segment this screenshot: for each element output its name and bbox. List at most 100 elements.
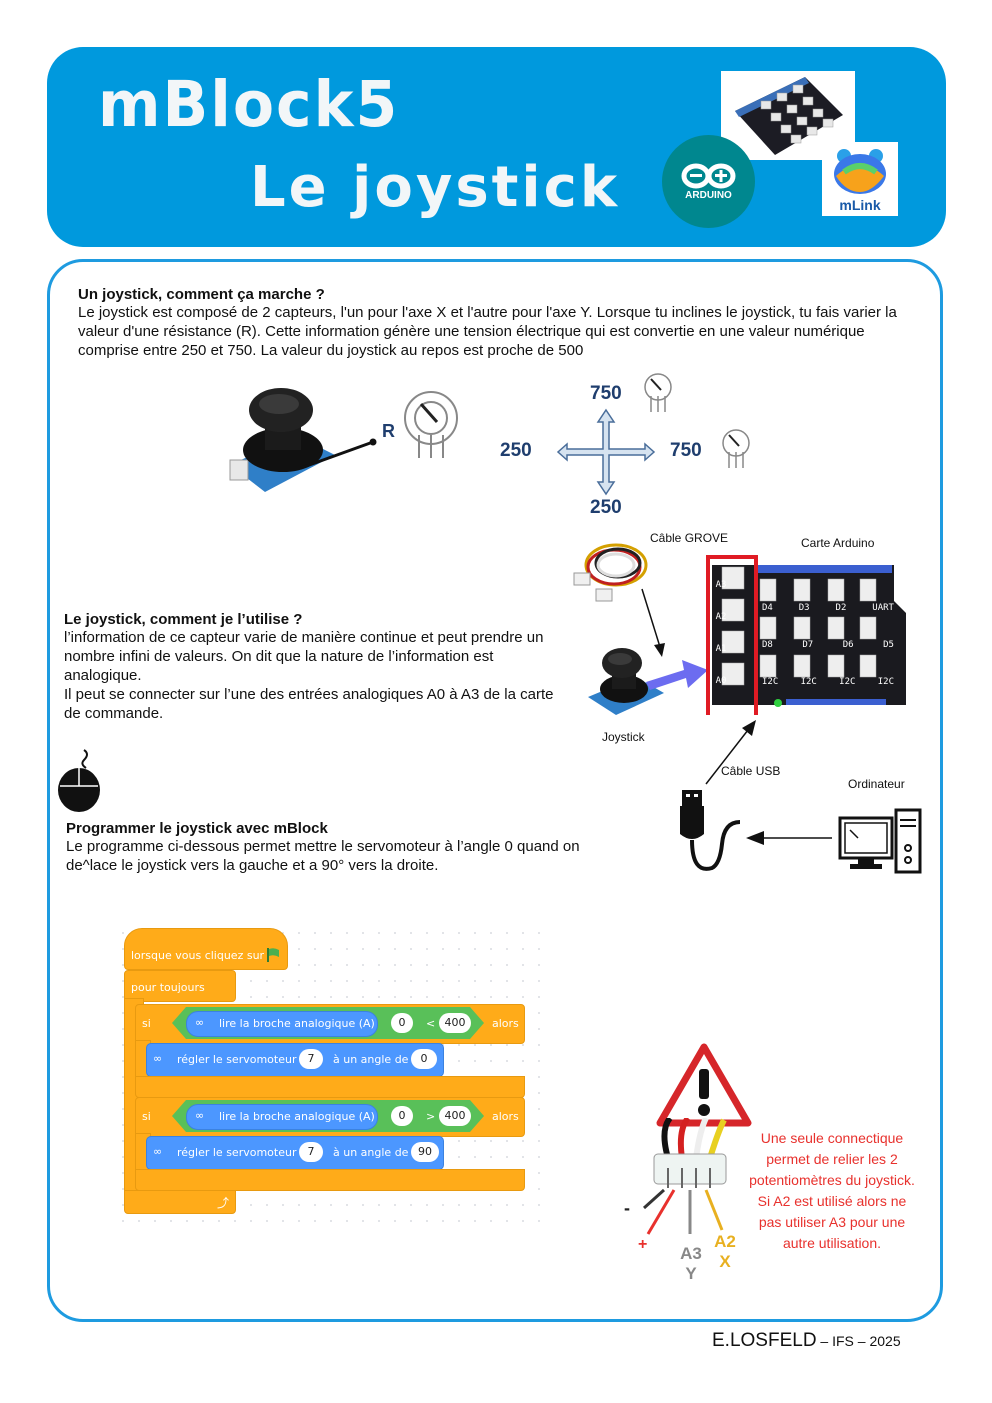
- port-label: A3: [715, 580, 727, 590]
- axis-label: X: [719, 1252, 731, 1271]
- mlink-logo: [822, 142, 898, 216]
- author-name: E.LOSFELD: [712, 1330, 817, 1351]
- port-label: D4: [762, 603, 773, 613]
- port-label: D5: [883, 640, 894, 650]
- if-block-1-bottom: [135, 1076, 525, 1098]
- grove-cable-image: [573, 543, 648, 602]
- port-label: D6: [842, 640, 854, 650]
- section-heading: Programmer le joystick avec mBlock: [66, 820, 328, 837]
- plus-label: +: [638, 1236, 648, 1253]
- port-label: A0: [715, 676, 727, 686]
- port-label: I2C: [839, 677, 856, 687]
- warning-text: Une seule connectique permet de relier l…: [749, 1130, 915, 1251]
- joystick-label: Joystick: [602, 730, 645, 744]
- read-analog-pin-block[interactable]: ∞ lire la broche analogique (A): [186, 1011, 378, 1037]
- joystick-module-image: [588, 648, 664, 715]
- angle-value[interactable]: 0: [411, 1049, 437, 1069]
- mouse-icon: [58, 749, 100, 812]
- green-flag-icon: [267, 948, 279, 962]
- threshold-value[interactable]: 400: [439, 1013, 471, 1033]
- angle-value[interactable]: 90: [411, 1142, 439, 1162]
- computer-label: Ordinateur: [848, 777, 905, 791]
- block-label: à un angle de: [333, 1146, 409, 1159]
- minus-label: -: [624, 1198, 630, 1218]
- arrow-icon: [705, 720, 756, 785]
- arrow-icon: [641, 588, 665, 657]
- pin-label: A2: [714, 1232, 736, 1251]
- content-panel: [47, 259, 943, 1322]
- a2-x-label: A2 X: [711, 1232, 739, 1272]
- connection-arrow-icon: [646, 660, 708, 690]
- pin-value[interactable]: 0: [391, 1106, 413, 1126]
- port-label: D2: [835, 603, 847, 613]
- page-subtitle: Le joystick: [250, 155, 621, 220]
- block-label: régler le servomoteur: [177, 1053, 297, 1066]
- when-flag-clicked-block[interactable]: lorsque vous cliquez sur: [124, 928, 288, 970]
- arduino-icon: ∞: [195, 1109, 205, 1122]
- axis-right-value: 750: [670, 440, 702, 461]
- read-analog-pin-block[interactable]: ∞ lire la broche analogique (A): [186, 1104, 378, 1130]
- potentiometer-icon: [644, 373, 672, 412]
- forever-block[interactable]: pour toujours: [124, 970, 236, 1002]
- pin-value[interactable]: 0: [391, 1013, 413, 1033]
- joystick-resistor-illustration: [229, 388, 458, 492]
- warning-icon: [656, 1043, 752, 1127]
- section-programming: Programmer le joystick avec mBlock Le pr…: [66, 820, 626, 875]
- port-label: D3: [798, 603, 810, 613]
- page-title: mBlock5: [98, 68, 400, 142]
- port-label: I2C: [877, 677, 894, 687]
- block-label: régler le servomoteur: [177, 1146, 297, 1159]
- if-block-1[interactable]: si ∞ lire la broche analogique (A) 0 < 4…: [135, 1004, 525, 1044]
- block-label: lire la broche analogique (A): [219, 1017, 375, 1030]
- computer-icon: [838, 808, 922, 874]
- block-label: lorsque vous cliquez sur: [131, 949, 265, 962]
- arduino-logo: [662, 135, 755, 228]
- port-label: I2C: [762, 677, 779, 687]
- section-how-it-works: Un joystick, comment ça marche ? Le joys…: [78, 286, 908, 360]
- footer-credit: E.LOSFELD – IFS – 2025: [712, 1330, 901, 1352]
- usb-cable-icon: [680, 790, 741, 871]
- servo-pin-value[interactable]: 7: [299, 1142, 323, 1162]
- section-heading: Un joystick, comment ça marche ?: [78, 286, 325, 303]
- if-block-2-bottom: [135, 1169, 525, 1191]
- arduino-board-image: A3 A2 A1 A0 D4 D3 D2 UART D8 D7 D6 D5 I2C I2C I2…: [706, 555, 911, 719]
- pin-label: A3: [680, 1244, 702, 1263]
- loop-arrow-icon: ⤴: [217, 1196, 230, 1210]
- arduino-logo-text: ARDUINO: [685, 190, 732, 201]
- if-label: si: [142, 1017, 151, 1030]
- block-label: pour toujours: [131, 981, 205, 994]
- forever-block-bottom: ⤴: [124, 1190, 236, 1214]
- then-label: alors: [492, 1110, 519, 1123]
- port-label: A2: [715, 612, 727, 622]
- port-label: D7: [802, 640, 814, 650]
- footer-rest: – IFS – 2025: [816, 1333, 901, 1349]
- arduino-icon: ∞: [153, 1145, 163, 1158]
- axis-bottom-value: 250: [590, 497, 622, 518]
- operator-label: >: [426, 1110, 436, 1123]
- port-label: I2C: [800, 677, 817, 687]
- potentiometer-icon: [722, 429, 750, 468]
- servo-pin-value[interactable]: 7: [299, 1049, 323, 1069]
- axis-arrows-icon: [556, 408, 656, 496]
- port-label: UART: [872, 603, 894, 613]
- arduino-icon: ∞: [153, 1052, 163, 1065]
- threshold-value[interactable]: 400: [439, 1106, 471, 1126]
- port-label: D8: [762, 640, 773, 650]
- set-servo-block-2[interactable]: ∞ régler le servomoteur 7 à un angle de …: [146, 1136, 444, 1170]
- if-block-2[interactable]: si ∞ lire la broche analogique (A) 0 > 4…: [135, 1097, 525, 1137]
- arduino-board-label: Carte Arduino: [801, 536, 875, 550]
- grove-cable-label: Câble GROVE: [650, 531, 729, 545]
- block-label: à un angle de: [333, 1053, 409, 1066]
- axis-top-value: 750: [590, 383, 622, 404]
- axis-left-value: 250: [500, 440, 532, 461]
- block-label: lire la broche analogique (A): [219, 1110, 375, 1123]
- then-label: alors: [492, 1017, 519, 1030]
- section-body: l’information de ce capteur varie de man…: [64, 629, 554, 722]
- section-body: Le joystick est composé de 2 capteurs, l…: [78, 304, 897, 359]
- section-how-to-use: Le joystick, comment je l’utilise ? l’in…: [64, 611, 564, 723]
- set-servo-block-1[interactable]: ∞ régler le servomoteur 7 à un angle de …: [146, 1043, 444, 1077]
- a3-y-label: A3 Y: [678, 1244, 704, 1284]
- section-heading: Le joystick, comment je l’utilise ?: [64, 611, 303, 628]
- port-label: A1: [715, 644, 727, 654]
- usb-cable-label: Câble USB: [721, 764, 781, 778]
